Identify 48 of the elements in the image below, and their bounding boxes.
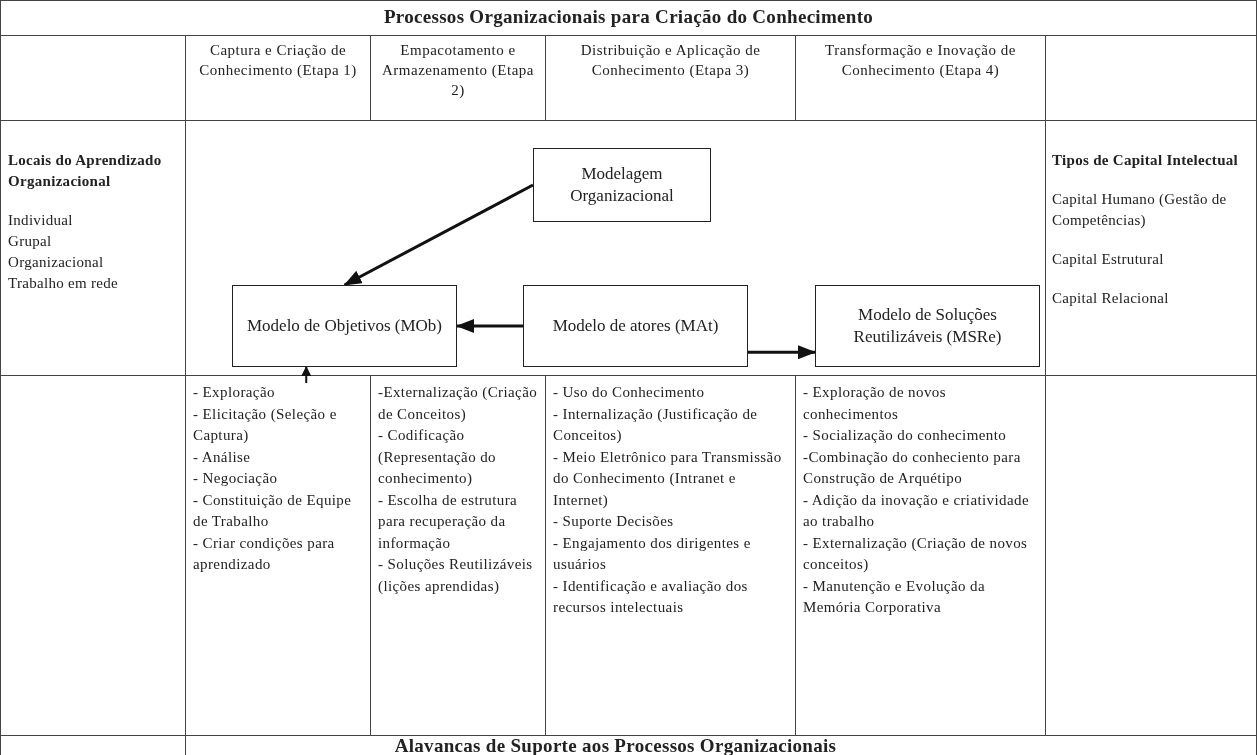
list-item: - Codificação (Representação do conhecimento) bbox=[378, 426, 497, 488]
side-item: Capital Relacional bbox=[1052, 289, 1170, 308]
list-item: - Meio Eletrônico para Transmissão do Conhecimento (Intranet e Internet) bbox=[553, 447, 783, 510]
list-item: - Análise bbox=[193, 447, 252, 467]
list-item: - Manutenção e Evolução da Memória Corporativa bbox=[803, 576, 986, 617]
list-item: - Uso do Conhecimento bbox=[553, 383, 706, 402]
box-label: Modelo de Soluções Reutilizáveis (MSRe) bbox=[852, 304, 1003, 348]
list-item: - Elicitação (Seleção e Captura) bbox=[193, 404, 338, 445]
list-item: - Exploração bbox=[193, 383, 276, 402]
list-item: - Engajamento dos dirigentes e usuários bbox=[553, 533, 752, 574]
table-title: Processos Organizacionais para Criação do Conhecimento bbox=[383, 5, 874, 30]
process-box bbox=[523, 285, 748, 367]
side-item: Capital Estrutural bbox=[1052, 250, 1165, 269]
list-item: - Adição da inovação e criatividade ao trabalho bbox=[803, 490, 1030, 531]
list-item: - Soluções Reutilizáveis (lições aprendidas) bbox=[378, 555, 534, 596]
list-item: - Socialização do conhecimento bbox=[803, 426, 1008, 445]
column-header: Captura e Criação de Conhecimento (Etapa 1) bbox=[198, 41, 358, 80]
arrow bbox=[456, 319, 523, 333]
list-item: - Exploração de novos conhecimentos bbox=[803, 383, 947, 424]
list-item: - Negociação bbox=[193, 469, 279, 488]
arrow bbox=[748, 345, 816, 360]
list-item: - Escolha de estrutura para recuperação da informação bbox=[378, 490, 519, 553]
column-header: Distribuição e Aplicação de Conhecimento (Etapa 3) bbox=[579, 41, 762, 80]
column-header: Transformação e Inovação de Conhecimento (Etapa 4) bbox=[824, 41, 1017, 80]
box-label: Modelo de atores (MAt) bbox=[552, 315, 719, 337]
side-item: Capital Humano (Gestão de Competências) bbox=[1052, 190, 1228, 230]
side-heading: Locais do Aprendizado Organizacional bbox=[8, 151, 163, 191]
arrow bbox=[343, 183, 534, 287]
column-header: Empacotamento e Armazenamento (Etapa 2) bbox=[381, 41, 535, 100]
box-label: Modelagem Organizacional bbox=[569, 163, 675, 207]
side-item: Individual bbox=[8, 211, 74, 230]
list-item: -Combinação do conheciento para Construção de Arquétipo bbox=[803, 447, 1022, 488]
list-item: - Internalização (Justificação de Conceitos) bbox=[553, 404, 759, 445]
list-item: - Suporte Decisões bbox=[553, 512, 675, 531]
side-item: Organizacional bbox=[8, 253, 105, 272]
process-box bbox=[815, 285, 1040, 367]
list-item: - Identificação e avaliação dos recursos intelectuais bbox=[553, 576, 749, 617]
side-item: Grupal bbox=[8, 232, 53, 251]
list-item: -Externalização (Criação de Conceitos) bbox=[378, 383, 539, 424]
process-box bbox=[232, 285, 457, 367]
list-item: - Constituição de Equipe de Trabalho bbox=[193, 490, 353, 531]
list-item: - Criar condições para aprendizado bbox=[193, 533, 336, 574]
box-label: Modelo de Objetivos (MOb) bbox=[247, 315, 442, 337]
side-heading: Tipos de Capital Intelectual bbox=[1052, 151, 1240, 170]
arrow bbox=[301, 366, 312, 384]
side-item: Trabalho em rede bbox=[8, 274, 120, 293]
process-box bbox=[533, 148, 711, 222]
list-item: - Externalização (Criação de novos conceitos) bbox=[803, 533, 1029, 574]
